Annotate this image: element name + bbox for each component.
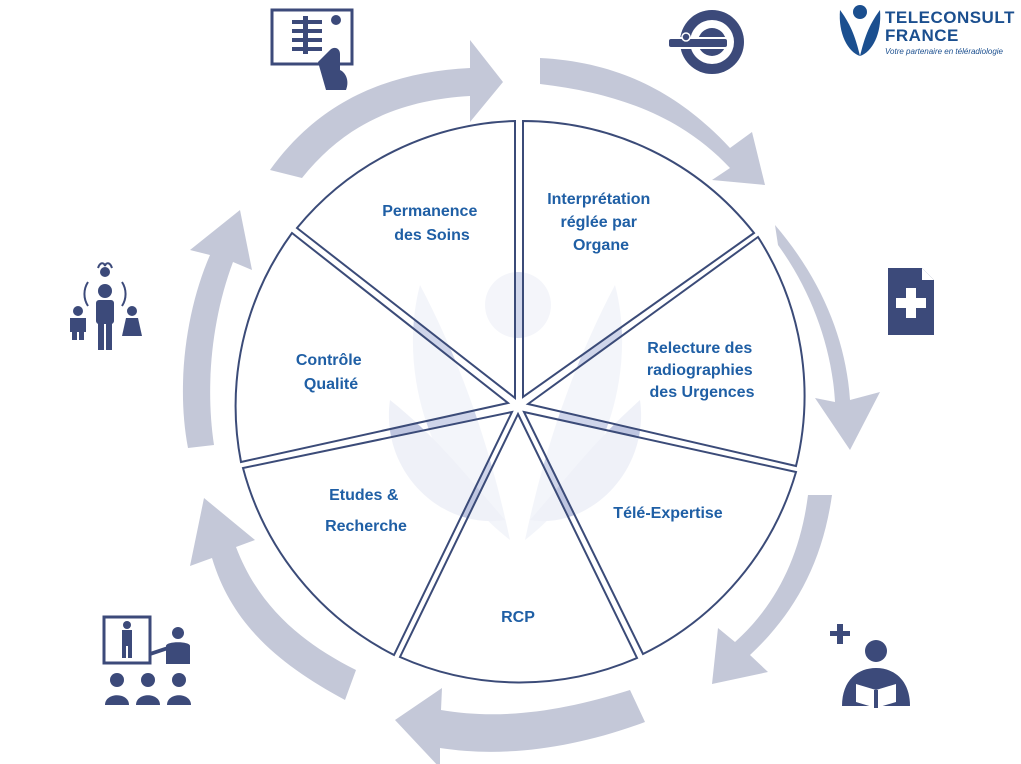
teaching-presentation-icon	[102, 615, 191, 705]
medical-document-icon	[888, 268, 934, 335]
label-interpretation: Interprétation réglée par Organe	[547, 191, 655, 254]
teleconsult-logo-mark	[839, 5, 881, 56]
logo-line1: TELECONSULT	[885, 8, 1015, 27]
label-controle: Contrôle Qualité	[296, 352, 366, 393]
cycle-arrow-2	[540, 58, 765, 185]
cycle-arrow-5	[395, 688, 645, 764]
cycle-arrow-4	[712, 495, 832, 684]
cycle-arrows	[182, 40, 880, 764]
xray-touch-icon	[270, 8, 354, 90]
logo-tagline: Votre partenaire en téléradiologie	[885, 47, 1004, 56]
segment-ring	[234, 119, 806, 684]
label-relecture: Relecture des radiographies des Urgences	[647, 340, 757, 401]
doctor-reading-icon	[830, 624, 910, 708]
segment-labels: Permanence des Soins Interprétation régl…	[296, 191, 757, 626]
label-etudes: Etudes & Recherche	[325, 487, 407, 535]
logo-line2: FRANCE	[885, 26, 959, 45]
segment-etudes[interactable]	[241, 410, 514, 657]
segment-rcp[interactable]	[398, 411, 639, 684]
cycle-arrow-7	[182, 210, 252, 448]
cycle-arrow-1	[270, 40, 503, 178]
cycle-arrow-3	[775, 225, 880, 450]
label-rcp: RCP	[501, 609, 535, 626]
teleconsult-logo: TELECONSULT FRANCE Votre partenaire en t…	[835, 6, 1017, 62]
label-permanence: Permanence des Soins	[382, 203, 482, 244]
segment-relecture[interactable]	[525, 235, 806, 468]
cycle-arrow-6	[190, 498, 356, 700]
segment-tele-expertise[interactable]	[522, 410, 798, 656]
label-tele-expertise: Télé-Expertise	[613, 505, 722, 522]
segment-interpretation[interactable]	[522, 119, 756, 399]
segment-controle[interactable]	[234, 231, 511, 464]
patient-family-icon	[70, 262, 142, 350]
segment-permanence[interactable]	[295, 119, 516, 401]
mri-scanner-icon	[667, 10, 744, 74]
